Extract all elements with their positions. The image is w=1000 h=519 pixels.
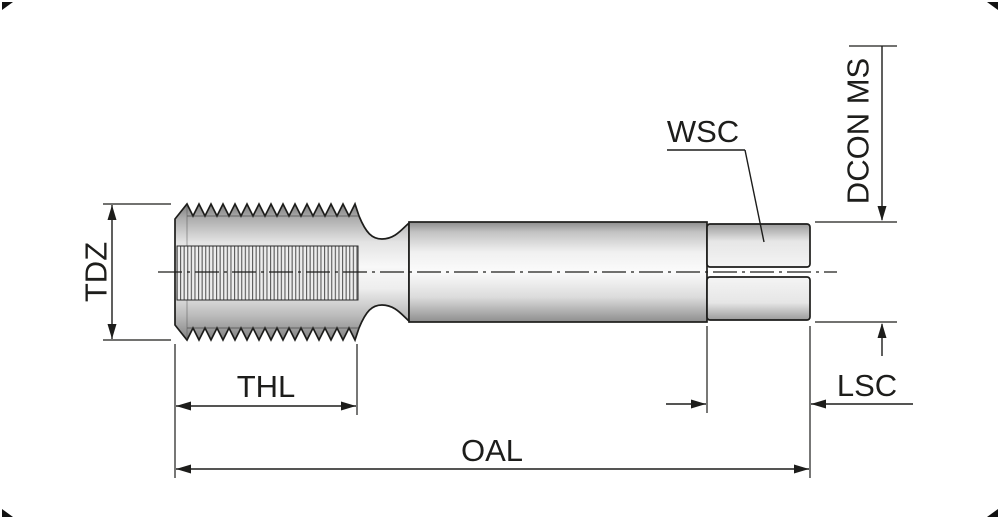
oal-dimension: OAL [176, 326, 811, 478]
dcon-ms-dimension: DCON MS [815, 45, 897, 356]
lsc-arrow-right-pointing [691, 399, 706, 409]
tap-body [158, 201, 837, 343]
tdz-dimension: TDZ [79, 203, 171, 341]
oal-arrow-right [794, 464, 809, 474]
lsc-label: LSC [837, 368, 897, 403]
square-drive [706, 223, 811, 321]
oal-arrow-left [176, 464, 191, 474]
tdz-arrow-down [107, 324, 117, 339]
square-drive-bottom [706, 276, 811, 321]
dcon-arrow-up [877, 323, 887, 338]
tdz-label: TDZ [79, 242, 114, 302]
dcon-arrow-down [877, 206, 887, 221]
wsc-label: WSC [667, 114, 739, 149]
corner-crop-mark [987, 2, 998, 10]
wsc-callout: WSC [667, 114, 765, 243]
corner-crop-mark [987, 509, 998, 517]
lsc-dimension: LSC [666, 326, 913, 413]
thl-arrow-left [176, 401, 191, 411]
tdz-arrow-up [107, 205, 117, 220]
thl-dimension: THL [174, 344, 358, 478]
corner-crop-mark [2, 509, 13, 517]
dcon-ms-label: DCON MS [841, 58, 876, 204]
wsc-leader-diagonal [744, 149, 765, 243]
corner-crop-mark [2, 2, 13, 10]
thl-label: THL [237, 369, 296, 404]
square-drive-top [706, 223, 811, 268]
oal-label: OAL [461, 433, 523, 468]
lsc-arrow-left-pointing [811, 399, 826, 409]
thl-arrow-right [341, 401, 356, 411]
thread-profile-band [176, 245, 359, 301]
